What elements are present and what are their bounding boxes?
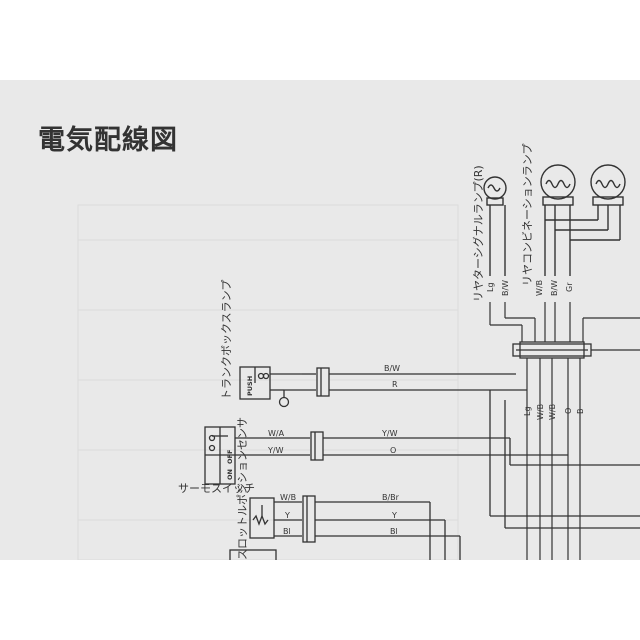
- thermo-switch: [204, 426, 640, 485]
- thermo-off-label: OFF: [226, 450, 234, 464]
- wire-label: W/B: [548, 404, 557, 420]
- trunk-push-label: PUSH: [246, 376, 254, 396]
- page-title: 電気配線図: [38, 125, 178, 156]
- wire-label: B: [576, 409, 585, 415]
- trunk-box-lamp: [239, 366, 527, 408]
- background-table: [77, 204, 459, 560]
- wire-label: O: [390, 446, 396, 455]
- trunk-box-lamp-label: トランクボックスランプ: [220, 280, 233, 400]
- wire-label: Bl: [283, 527, 291, 536]
- wire-label: Y: [391, 511, 397, 520]
- wire-label: B/W: [384, 364, 400, 373]
- upper-wires: [489, 302, 640, 342]
- wire-label: W/B: [536, 404, 545, 420]
- wire-label: B/W: [501, 280, 510, 296]
- rear-combination-lamp-label: リヤコンビネーションランプ: [521, 144, 534, 286]
- wire-label: B/W: [550, 280, 559, 296]
- wire-label: W/B: [535, 280, 544, 296]
- partial-component-box: [229, 549, 277, 560]
- wire-label: W/A: [268, 429, 285, 438]
- lower-wires: [526, 349, 640, 560]
- throttle-sensor-label: スロットルポジションセンサ: [236, 417, 249, 560]
- thermo-switch-label: サーモスイッチ: [178, 482, 255, 495]
- manual-page: Lg B/W W/B B/W Gr: [0, 80, 640, 560]
- mid-wire-labels: Lg W/B W/B O B: [523, 404, 585, 420]
- wire-label: Y/W: [267, 446, 284, 455]
- wire-label: Bl: [390, 527, 398, 536]
- throttle-sensor: [249, 390, 640, 560]
- wire-label: Y: [284, 511, 290, 520]
- rear-signal-bulb: [483, 176, 507, 276]
- wire-label: W/B: [280, 493, 296, 502]
- wire-label: Y/W: [381, 429, 398, 438]
- main-connector: [512, 341, 592, 359]
- wire-label: Lg: [523, 406, 532, 416]
- wire-label: R: [392, 380, 398, 389]
- rear-signal-lamp-label: リヤターシグナルランプ(R): [471, 165, 485, 302]
- top-wire-labels: Lg B/W W/B B/W Gr: [486, 280, 574, 296]
- rear-combination-bulbs: [540, 164, 626, 276]
- wire-label: B/Br: [382, 493, 400, 502]
- wire-label: O: [564, 408, 573, 414]
- thermo-on-label: ON: [226, 469, 234, 480]
- wire-label: Gr: [565, 282, 574, 292]
- wire-label: Lg: [486, 282, 495, 292]
- wiring-diagram: Lg B/W W/B B/W Gr: [77, 144, 640, 560]
